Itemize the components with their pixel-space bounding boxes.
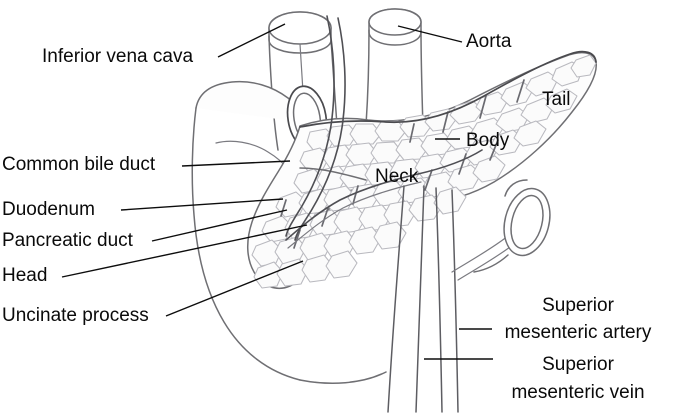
leader-common-bile-duct	[181, 160, 291, 167]
label-superior-mesenteric-artery-line2: mesenteric artery	[505, 322, 652, 343]
leader-uncinate-process	[165, 260, 304, 317]
leader-aorta	[397, 25, 463, 43]
leader-pancreatic-duct	[151, 209, 288, 242]
label-aorta: Aorta	[466, 31, 512, 52]
label-superior-mesenteric-vein-line2: mesenteric vein	[511, 382, 644, 403]
splenic-vessel-ring	[473, 179, 551, 273]
label-body: Body	[466, 130, 510, 151]
label-inferior-vena-cava: Inferior vena cava	[42, 46, 193, 67]
common-bile-duct	[285, 15, 346, 241]
pancreatic-duct	[285, 149, 483, 249]
leader-inferior-vena-cava	[217, 23, 286, 58]
leader-lines	[61, 23, 493, 360]
aorta	[365, 8, 424, 129]
label-duodenum: Duodenum	[2, 199, 95, 220]
label-uncinate-process: Uncinate process	[2, 305, 149, 326]
label-pancreatic-duct: Pancreatic duct	[2, 230, 134, 251]
inferior-vena-cava	[268, 11, 339, 151]
superior-mesenteric-vein	[387, 185, 425, 413]
label-head: Head	[2, 265, 47, 286]
label-superior-mesenteric-vein-line1: Superior	[542, 354, 614, 375]
label-tail: Tail	[542, 89, 571, 110]
label-neck: Neck	[375, 166, 419, 187]
leader-head	[61, 224, 308, 278]
label-superior-mesenteric-artery-line1: Superior	[542, 295, 614, 316]
label-common-bile-duct: Common bile duct	[2, 154, 156, 175]
labels: Inferior vena cava Aorta Tail Body Neck …	[2, 31, 652, 403]
superior-mesenteric-artery	[435, 187, 515, 413]
leader-duodenum	[120, 198, 284, 211]
